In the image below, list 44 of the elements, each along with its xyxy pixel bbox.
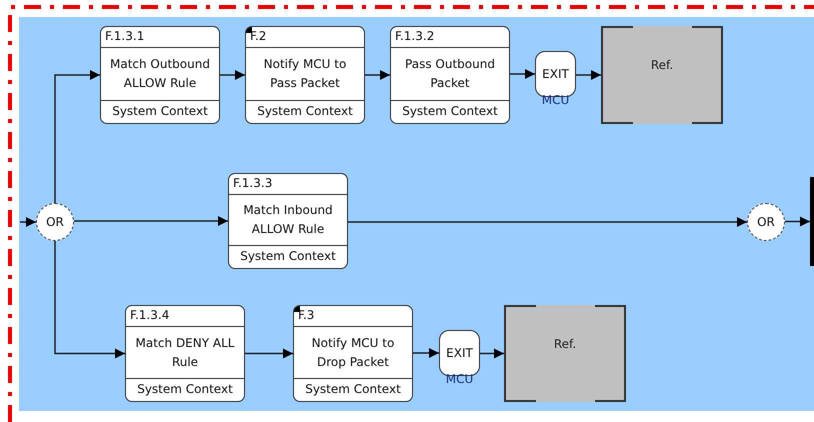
arrow: [348, 217, 747, 227]
boundary-bar: [810, 177, 814, 266]
arrow: [54, 70, 100, 203]
function-id: F.2: [250, 29, 266, 43]
process-box: [390, 26, 510, 124]
arrow: [510, 69, 535, 79]
arrow: [480, 348, 504, 358]
reference-label: Ref.: [554, 336, 576, 350]
process-box: [125, 305, 245, 402]
arrow: [20, 217, 36, 227]
arrow: [576, 70, 601, 80]
context-label: System Context: [137, 382, 233, 396]
function-name: Pass Outbound Packet: [404, 56, 496, 92]
arrow: [245, 348, 293, 358]
arrow: [365, 70, 390, 80]
context-label: System Context: [305, 382, 401, 396]
arrow: [413, 348, 439, 358]
process-box: [293, 305, 413, 402]
context-label: System Context: [257, 104, 353, 118]
function-name: Match DENY ALL Rule: [134, 334, 236, 370]
function-id: F.1.3.4: [130, 308, 170, 322]
caption-label: MCU: [540, 94, 570, 107]
function-name: Notify MCU to Pass Packet: [262, 56, 348, 92]
reference-block: [601, 26, 723, 124]
arrow: [74, 216, 228, 226]
process-box: [228, 173, 348, 269]
process-box: [100, 26, 220, 124]
function-name: Notify MCU to Drop Packet: [310, 334, 396, 370]
arrow: [54, 241, 125, 358]
function-name: Match Inbound ALLOW Rule: [242, 202, 334, 238]
context-label: System Context: [402, 104, 498, 118]
process-box: [245, 26, 365, 124]
reference-block: [504, 305, 626, 402]
caption-label: MCU: [444, 373, 474, 386]
function-id: F.1.3.2: [395, 29, 434, 43]
function-name: Match Outbound ALLOW Rule: [109, 56, 211, 92]
function-id: F.3: [298, 308, 314, 322]
context-label: System Context: [112, 104, 208, 118]
function-id: F.1.3.3: [233, 176, 272, 190]
arrow: [785, 216, 810, 226]
arrow: [220, 70, 245, 80]
reference-label: Ref.: [650, 58, 674, 72]
context-label: System Context: [240, 249, 336, 263]
function-id: F.1.3.1: [105, 29, 144, 43]
